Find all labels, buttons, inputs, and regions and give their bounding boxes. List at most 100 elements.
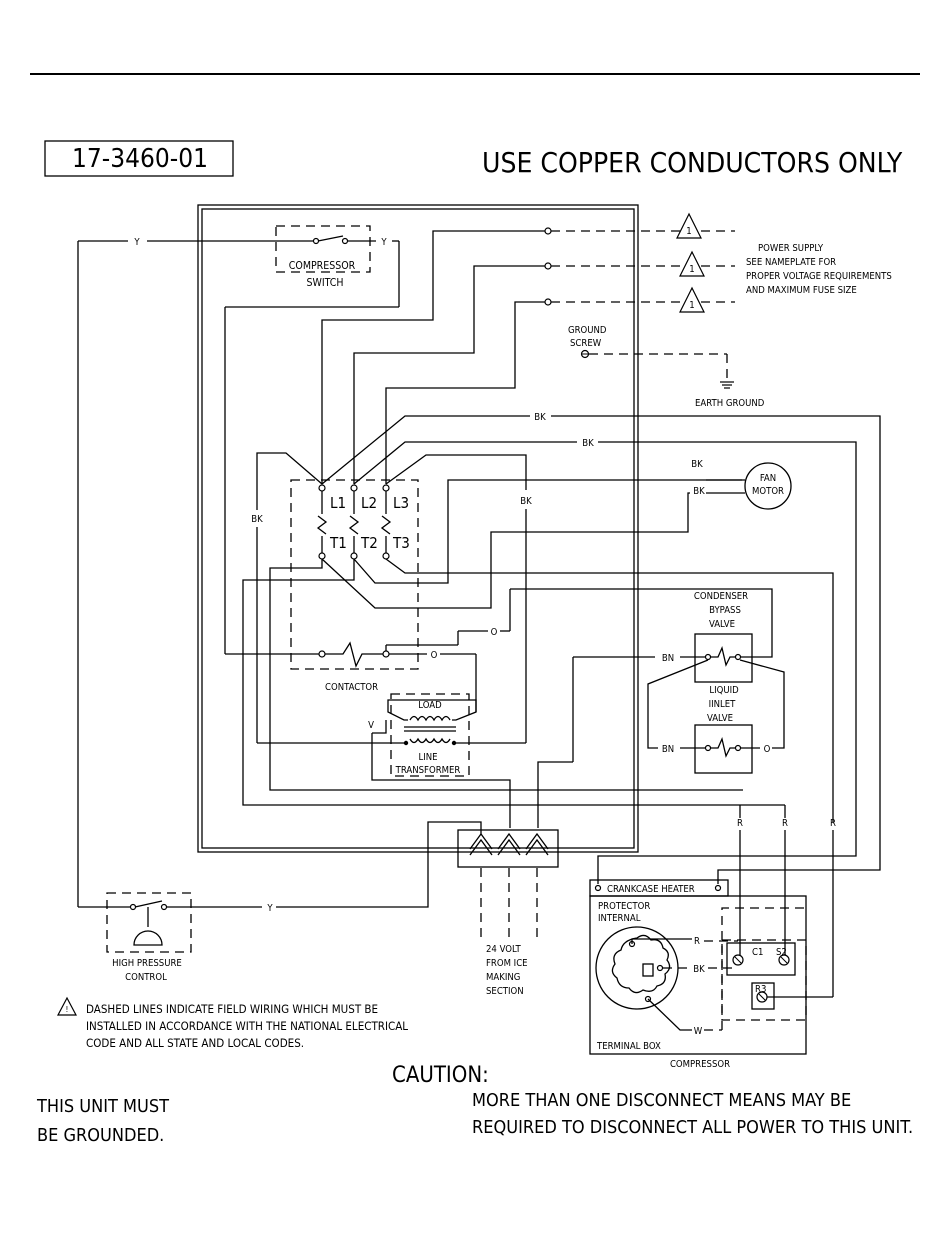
ice-section-label-4: SECTION	[486, 986, 524, 997]
wire-bk-label: BK	[693, 964, 705, 975]
warning-mark: !	[66, 1005, 69, 1014]
contactor-label: CONTACTOR	[325, 682, 378, 693]
ice-section-label-2: FROM ICE	[486, 958, 528, 969]
wire-o-label: O	[764, 744, 771, 755]
wire-bk-1	[321, 415, 530, 485]
wire-bk-1	[551, 415, 881, 884]
condenser-valve-label-3: VALVE	[709, 619, 735, 630]
wire-bn-label: BN	[662, 744, 674, 755]
wire-t2-fan	[321, 492, 690, 609]
wire-fan	[353, 479, 742, 584]
condenser-valve-label-1: CONDENSER	[694, 591, 748, 602]
ice-section-label-3: MAKING	[486, 972, 520, 983]
wire-bk-4	[256, 452, 323, 510]
ground-screw: GROUND SCREW EARTH GROUND	[568, 325, 765, 409]
power-supply-note-2: SEE NAMEPLATE FOR	[746, 257, 836, 268]
protector-label-1: PROTECTOR	[598, 901, 650, 912]
high-pressure-control: Y HIGH PRESSURE CONTROL	[106, 892, 273, 983]
enclosure-outer	[197, 204, 639, 853]
wire-o-label: O	[431, 650, 438, 661]
triangle-mark: 1	[686, 226, 691, 237]
triangle-mark: 1	[689, 264, 694, 275]
field-wiring-note-1: DASHED LINES INDICATE FIELD WIRING WHICH…	[86, 1002, 378, 1016]
condenser-bypass-valve: CONDENSER BYPASS VALVE BN	[572, 588, 785, 762]
terminal-t1: T1	[329, 534, 347, 552]
wire-bk-2	[353, 441, 577, 485]
wire-t1-r	[269, 559, 743, 791]
fan-motor: FAN MOTOR BK BK	[691, 459, 792, 510]
wire-r-label: R	[830, 818, 836, 829]
field-wiring-note: ! DASHED LINES INDICATE FIELD WIRING WHI…	[57, 996, 408, 1050]
wire-bk-label: BK	[251, 514, 263, 525]
compressor-switch-label-1: COMPRESSOR	[289, 260, 356, 272]
ground-screw-label-2: SCREW	[570, 338, 602, 349]
wire-bk-label: BK	[520, 496, 532, 507]
condenser-valve-label-2: BYPASS	[709, 605, 741, 616]
line-transformer-label-2: TRANSFORMER	[395, 765, 461, 776]
line-transformer-label-1: LINE	[418, 752, 437, 763]
ground-note-2: BE GROUNDED.	[37, 1125, 164, 1146]
wire-r-label: R	[782, 818, 788, 829]
compressor-switch-label-2: SWITCH	[307, 277, 344, 289]
high-pressure-label-1: HIGH PRESSURE	[112, 958, 182, 969]
power-supply-note-4: AND MAXIMUM FUSE SIZE	[746, 285, 857, 296]
triangle-mark: 1	[689, 300, 694, 311]
wire-v-label: V	[368, 720, 374, 731]
terminal-l3: L3	[393, 494, 409, 512]
wire-bk-2	[597, 441, 857, 884]
compressor: CRANKCASE HEATER PROTECTOR INTERNAL R BK…	[589, 805, 836, 1070]
liquid-valve-label-1: LIQUID	[709, 685, 739, 696]
field-wiring-note-3: CODE AND ALL STATE AND LOCAL CODES.	[86, 1036, 304, 1050]
wire-bk-3	[385, 454, 527, 490]
wire-y-label: Y	[133, 237, 140, 248]
wire-r-label: R	[694, 936, 700, 947]
ice-section-label-1: 24 VOLT	[486, 944, 521, 955]
wire-bn-label: BN	[662, 653, 674, 664]
wire-bk-label: BK	[691, 459, 703, 470]
liquid-valve-label-2: IINLET	[709, 699, 737, 710]
doc-number-box	[44, 140, 234, 177]
wire-bk-label: BK	[582, 438, 594, 449]
terminal-r3: R3	[755, 984, 766, 995]
wire-bk-label: BK	[534, 412, 546, 423]
caution-title: CAUTION:	[392, 1063, 489, 1088]
fan-motor-label-1: FAN	[760, 473, 776, 484]
terminal-s2: S2	[776, 947, 787, 958]
protector-label-2: INTERNAL	[598, 913, 641, 924]
caution-text-1: MORE THAN ONE DISCONNECT MEANS MAY BE	[472, 1090, 851, 1111]
wire-y-label: Y	[266, 903, 273, 914]
wire-t3-r	[385, 558, 834, 822]
ground-screw-label-1: GROUND	[568, 325, 607, 336]
power-supply-lines: 1 1 1	[321, 212, 735, 484]
wire-o-label: O	[491, 627, 498, 638]
terminal-t2: T2	[360, 534, 378, 552]
liquid-inlet-valve: LIQUID IINLET VALVE BN O	[662, 685, 771, 774]
power-supply-note-3: PROPER VOLTAGE REQUIREMENTS	[746, 271, 892, 282]
high-pressure-label-2: CONTROL	[125, 972, 167, 983]
ice-terminal-strip: 24 VOLT FROM ICE MAKING SECTION	[276, 821, 559, 997]
wire-r-label: R	[737, 818, 743, 829]
terminal-t3: T3	[392, 534, 410, 552]
power-supply-note-1: POWER SUPPLY	[758, 243, 824, 254]
terminal-l2: L2	[361, 494, 377, 512]
wire-bk-label: BK	[693, 486, 705, 497]
wire-bn-ice	[537, 761, 573, 828]
liquid-valve-label-3: VALVE	[707, 713, 733, 724]
terminal-c1: C1	[752, 947, 763, 958]
ground-note-1: THIS UNIT MUST	[36, 1096, 169, 1117]
load-label: LOAD	[418, 700, 442, 711]
caution-text-2: REQUIRED TO DISCONNECT ALL POWER TO THIS…	[472, 1117, 913, 1138]
earth-ground-label: EARTH GROUND	[695, 398, 765, 409]
compressor-label: COMPRESSOR	[670, 1059, 730, 1070]
enclosure-inner	[201, 208, 635, 849]
fan-motor-label-2: MOTOR	[752, 486, 784, 497]
compressor-switch: COMPRESSOR SWITCH Y Y	[78, 225, 400, 654]
terminal-l1: L1	[330, 494, 346, 512]
doc-number: 17-3460-01	[72, 144, 208, 174]
crankcase-heater-label: CRANKCASE HEATER	[607, 884, 695, 895]
headline: USE COPPER CONDUCTORS ONLY	[482, 146, 903, 179]
line-transformer: LOAD LINE TRANSFORMER V	[368, 693, 511, 828]
wire-t2-r	[242, 559, 785, 806]
contactor: L1 L2 L3 T1 T2 T3 CONTACTOR O O	[225, 479, 747, 712]
